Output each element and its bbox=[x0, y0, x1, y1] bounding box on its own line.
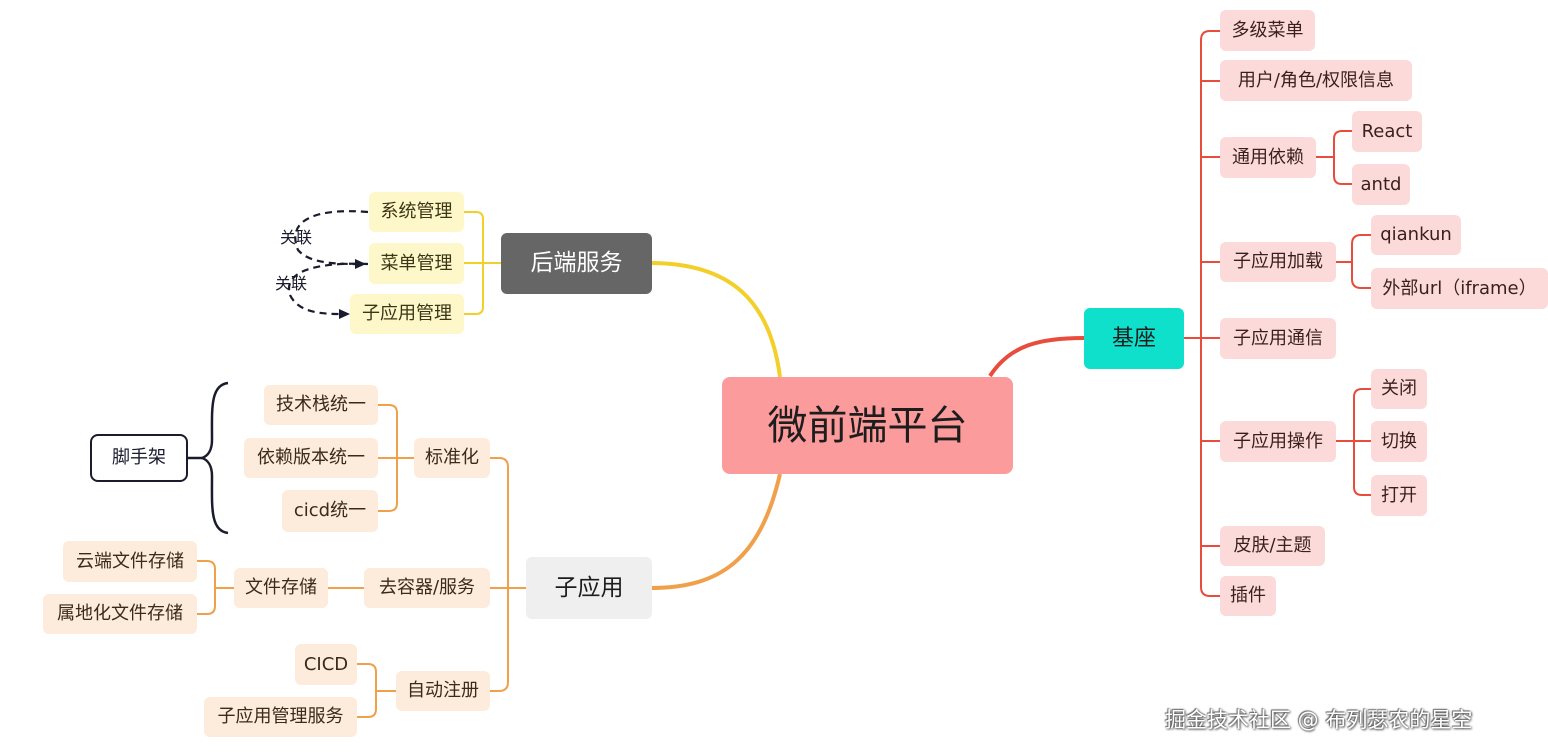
subapp-node[interactable]: 子应用 bbox=[526, 557, 652, 619]
subapp-operation-node[interactable]: 子应用操作 bbox=[1220, 421, 1336, 462]
backend-bracket bbox=[463, 211, 501, 315]
common-deps-node[interactable]: 通用依赖 bbox=[1220, 137, 1316, 178]
scaffold-brace bbox=[188, 381, 229, 535]
subapp-management-service-node[interactable]: 子应用管理服务 bbox=[204, 697, 357, 737]
relation-arrows bbox=[287, 210, 369, 316]
link-root-backend bbox=[649, 261, 782, 378]
theme-node[interactable]: 皮肤/主题 bbox=[1220, 526, 1325, 566]
link-root-subapp bbox=[649, 473, 782, 590]
subapp-tree bbox=[197, 404, 526, 718]
external-url-iframe-node[interactable]: 外部url（iframe） bbox=[1371, 268, 1548, 309]
cicd-unify-node[interactable]: cicd统一 bbox=[282, 490, 378, 532]
file-storage-node[interactable]: 文件存储 bbox=[234, 568, 328, 608]
relation-label-1: 关联 bbox=[280, 228, 313, 247]
relation-label-2: 关联 bbox=[275, 274, 308, 293]
switch-node[interactable]: 切换 bbox=[1371, 421, 1427, 462]
local-file-storage-node[interactable]: 属地化文件存储 bbox=[43, 594, 197, 634]
root-node[interactable]: 微前端平台 bbox=[722, 377, 1013, 474]
auto-register-node[interactable]: 自动注册 bbox=[396, 671, 490, 711]
user-role-permission-node[interactable]: 用户/角色/权限信息 bbox=[1220, 60, 1412, 101]
tech-stack-unify-node[interactable]: 技术栈统一 bbox=[264, 385, 378, 425]
backend-service-node[interactable]: 后端服务 bbox=[501, 233, 652, 294]
cloud-file-storage-node[interactable]: 云端文件存储 bbox=[63, 541, 197, 582]
standardize-node[interactable]: 标准化 bbox=[414, 438, 490, 478]
qiankun-node[interactable]: qiankun bbox=[1371, 215, 1461, 255]
menu-management-node[interactable]: 菜单管理 bbox=[369, 243, 464, 284]
relation-arrowheads bbox=[339, 259, 366, 319]
base-tree bbox=[1184, 30, 1371, 597]
base-node[interactable]: 基座 bbox=[1084, 308, 1184, 369]
subapp-management-node[interactable]: 子应用管理 bbox=[350, 294, 464, 334]
dependency-version-unify-node[interactable]: 依赖版本统一 bbox=[244, 438, 378, 478]
decontainer-service-node[interactable]: 去容器/服务 bbox=[364, 568, 490, 608]
system-management-node[interactable]: 系统管理 bbox=[369, 192, 464, 232]
react-node[interactable]: React bbox=[1352, 111, 1422, 152]
multi-menu-node[interactable]: 多级菜单 bbox=[1220, 10, 1315, 51]
plugin-node[interactable]: 插件 bbox=[1220, 576, 1276, 616]
subapp-load-node[interactable]: 子应用加载 bbox=[1220, 242, 1336, 282]
link-root-base bbox=[988, 336, 1085, 378]
antd-node[interactable]: antd bbox=[1352, 164, 1410, 205]
cicd-node[interactable]: CICD bbox=[295, 644, 357, 685]
open-node[interactable]: 打开 bbox=[1371, 475, 1427, 516]
watermark: 掘金技术社区 @ 布列瑟农的星空 bbox=[1165, 708, 1473, 732]
subapp-communication-node[interactable]: 子应用通信 bbox=[1220, 318, 1336, 359]
close-node[interactable]: 关闭 bbox=[1371, 369, 1427, 409]
scaffold-node[interactable]: 脚手架 bbox=[90, 434, 188, 482]
